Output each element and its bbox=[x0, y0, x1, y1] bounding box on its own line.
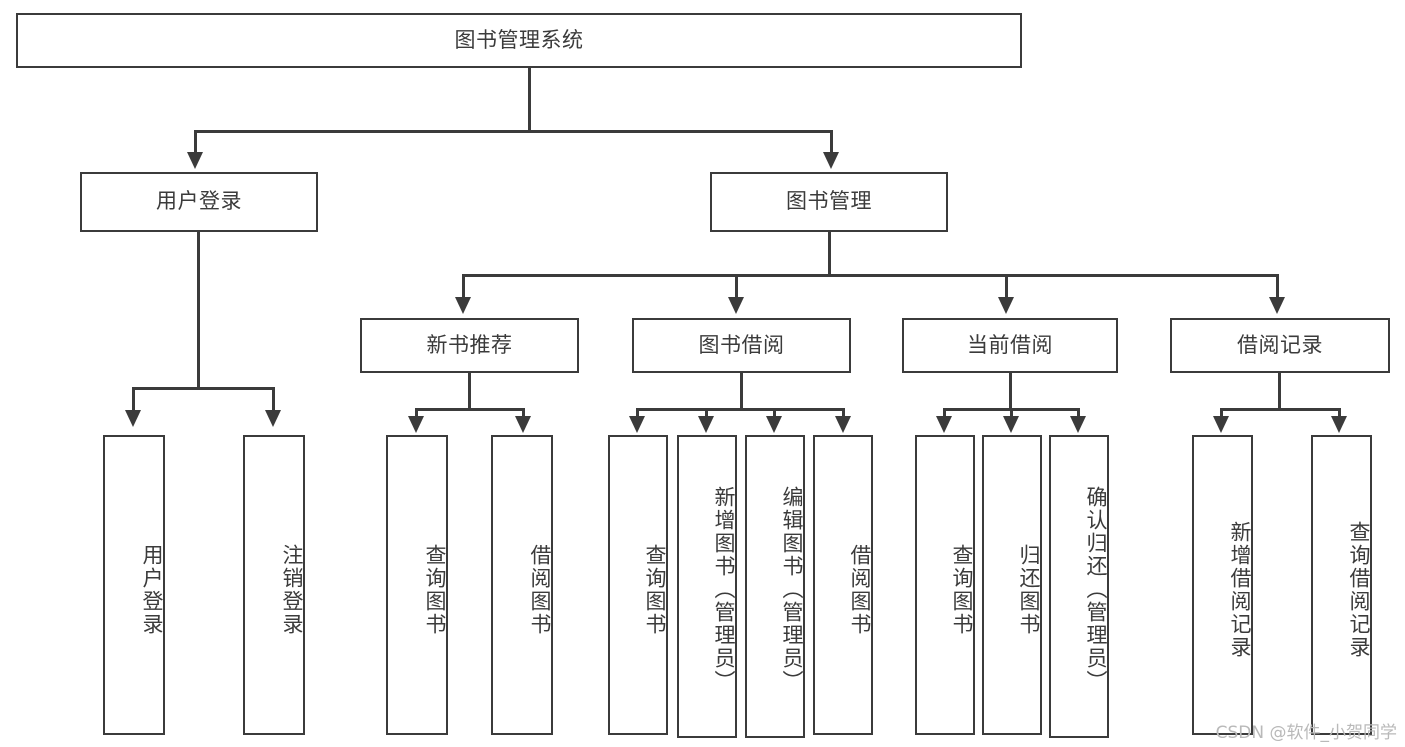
connector-user-login-leaf1 bbox=[132, 387, 135, 412]
node-label: 查询图书 bbox=[643, 544, 667, 636]
connector-bm-to-book-borrow bbox=[735, 274, 738, 299]
arrow-cb-leaf2 bbox=[1003, 416, 1019, 433]
connector-borrow-record-bus bbox=[1220, 408, 1341, 411]
connector-book-management-stem bbox=[828, 232, 831, 274]
node-label: 当前借阅 bbox=[967, 332, 1053, 357]
arrow-bm-to-current-borrow bbox=[998, 297, 1014, 314]
arrow-br-leaf1 bbox=[1213, 416, 1229, 433]
arrow-cb-leaf1 bbox=[936, 416, 952, 433]
node-label: 确认归还（管理员） bbox=[1084, 486, 1108, 693]
node-book-borrow[interactable]: 图书借阅 bbox=[632, 318, 851, 373]
connector-user-login-leaf2 bbox=[272, 387, 275, 412]
leaf-book-borrow-edit-book-admin[interactable]: 编辑图书（管理员） bbox=[745, 435, 805, 738]
connector-bm-to-borrow-record bbox=[1276, 274, 1279, 299]
arrow-root-to-user-login bbox=[187, 152, 203, 169]
node-label: 用户登录 bbox=[156, 189, 242, 214]
leaf-borrow-record-query-record[interactable]: 查询借阅记录 bbox=[1311, 435, 1372, 735]
node-new-book-recommend[interactable]: 新书推荐 bbox=[360, 318, 579, 373]
arrow-bm-to-borrow-record bbox=[1269, 297, 1285, 314]
node-label: 注销登录 bbox=[280, 544, 304, 636]
leaf-new-book-query-book[interactable]: 查询图书 bbox=[386, 435, 448, 735]
arrow-user-login-leaf1 bbox=[125, 410, 141, 427]
node-label: 借阅图书 bbox=[528, 544, 552, 636]
arrow-bb-leaf2 bbox=[698, 416, 714, 433]
node-borrow-record[interactable]: 借阅记录 bbox=[1170, 318, 1390, 373]
node-label: 借阅记录 bbox=[1237, 332, 1323, 357]
leaf-book-borrow-add-book-admin[interactable]: 新增图书（管理员） bbox=[677, 435, 737, 738]
connector-new-book-stem bbox=[468, 373, 471, 408]
connector-bm-to-current-borrow bbox=[1005, 274, 1008, 299]
arrow-cb-leaf3 bbox=[1070, 416, 1086, 433]
node-label: 图书管理 bbox=[786, 189, 872, 214]
node-label: 新书推荐 bbox=[426, 332, 513, 357]
connector-root-to-book-management bbox=[830, 130, 833, 154]
node-label: 归还图书 bbox=[1017, 544, 1041, 636]
connector-new-book-leaf1 bbox=[415, 408, 418, 418]
arrow-br-leaf2 bbox=[1331, 416, 1347, 433]
node-label: 编辑图书（管理员） bbox=[780, 486, 804, 693]
node-label: 查询借阅记录 bbox=[1347, 521, 1371, 659]
node-label: 用户登录 bbox=[140, 544, 164, 636]
connector-new-book-leaf2 bbox=[522, 408, 525, 418]
node-root-book-management-system[interactable]: 图书管理系统 bbox=[16, 13, 1022, 68]
arrow-new-book-leaf2 bbox=[515, 416, 531, 433]
arrow-new-book-leaf1 bbox=[408, 416, 424, 433]
arrow-bm-to-book-borrow bbox=[728, 297, 744, 314]
connector-user-login-bus bbox=[132, 387, 275, 390]
connector-bb-leaf1 bbox=[636, 408, 639, 418]
connector-book-management-bus bbox=[462, 274, 1279, 277]
leaf-new-book-borrow-book[interactable]: 借阅图书 bbox=[491, 435, 553, 735]
connector-new-book-bus bbox=[415, 408, 525, 411]
node-label: 查询图书 bbox=[423, 544, 447, 636]
node-label: 新增图书（管理员） bbox=[712, 486, 736, 693]
node-label: 新增借阅记录 bbox=[1228, 521, 1252, 659]
arrow-bb-leaf1 bbox=[629, 416, 645, 433]
connector-bb-leaf4 bbox=[842, 408, 845, 418]
leaf-current-borrow-return-book[interactable]: 归还图书 bbox=[982, 435, 1042, 735]
leaf-current-borrow-confirm-return-admin[interactable]: 确认归还（管理员） bbox=[1049, 435, 1109, 738]
connector-borrow-record-stem bbox=[1278, 373, 1281, 408]
connector-book-borrow-bus bbox=[636, 408, 845, 411]
arrow-bb-leaf3 bbox=[766, 416, 782, 433]
connector-cb-leaf3 bbox=[1077, 408, 1080, 418]
connector-bb-leaf2 bbox=[705, 408, 708, 418]
connector-book-borrow-stem bbox=[740, 373, 743, 408]
arrow-bm-to-new-book bbox=[455, 297, 471, 314]
connector-current-borrow-stem bbox=[1009, 373, 1012, 408]
node-label: 图书管理系统 bbox=[454, 27, 584, 52]
arrow-root-to-book-management bbox=[823, 152, 839, 169]
watermark: CSDN @软件_小贺同学 bbox=[1215, 723, 1397, 743]
connector-root-to-user-login bbox=[194, 130, 197, 154]
connector-user-login-stem bbox=[197, 232, 200, 387]
node-label: 借阅图书 bbox=[848, 544, 872, 636]
node-current-borrow[interactable]: 当前借阅 bbox=[902, 318, 1118, 373]
arrow-bb-leaf4 bbox=[835, 416, 851, 433]
leaf-current-borrow-query-book[interactable]: 查询图书 bbox=[915, 435, 975, 735]
connector-root-bus bbox=[194, 130, 833, 133]
leaf-book-borrow-borrow-book[interactable]: 借阅图书 bbox=[813, 435, 873, 735]
connector-br-leaf2 bbox=[1338, 408, 1341, 418]
node-book-management[interactable]: 图书管理 bbox=[710, 172, 948, 232]
leaf-user-login-login[interactable]: 用户登录 bbox=[103, 435, 165, 735]
connector-root-stem bbox=[528, 68, 531, 130]
node-label: 图书借阅 bbox=[698, 332, 785, 357]
leaf-user-login-logout[interactable]: 注销登录 bbox=[243, 435, 305, 735]
connector-cb-leaf1 bbox=[943, 408, 946, 418]
leaf-borrow-record-add-record[interactable]: 新增借阅记录 bbox=[1192, 435, 1253, 735]
connector-bb-leaf3 bbox=[773, 408, 776, 418]
arrow-user-login-leaf2 bbox=[265, 410, 281, 427]
connector-br-leaf1 bbox=[1220, 408, 1223, 418]
leaf-book-borrow-query-book[interactable]: 查询图书 bbox=[608, 435, 668, 735]
connector-cb-leaf2 bbox=[1010, 408, 1013, 418]
node-label: 查询图书 bbox=[950, 544, 974, 636]
connector-bm-to-new-book bbox=[462, 274, 465, 299]
node-user-login[interactable]: 用户登录 bbox=[80, 172, 318, 232]
